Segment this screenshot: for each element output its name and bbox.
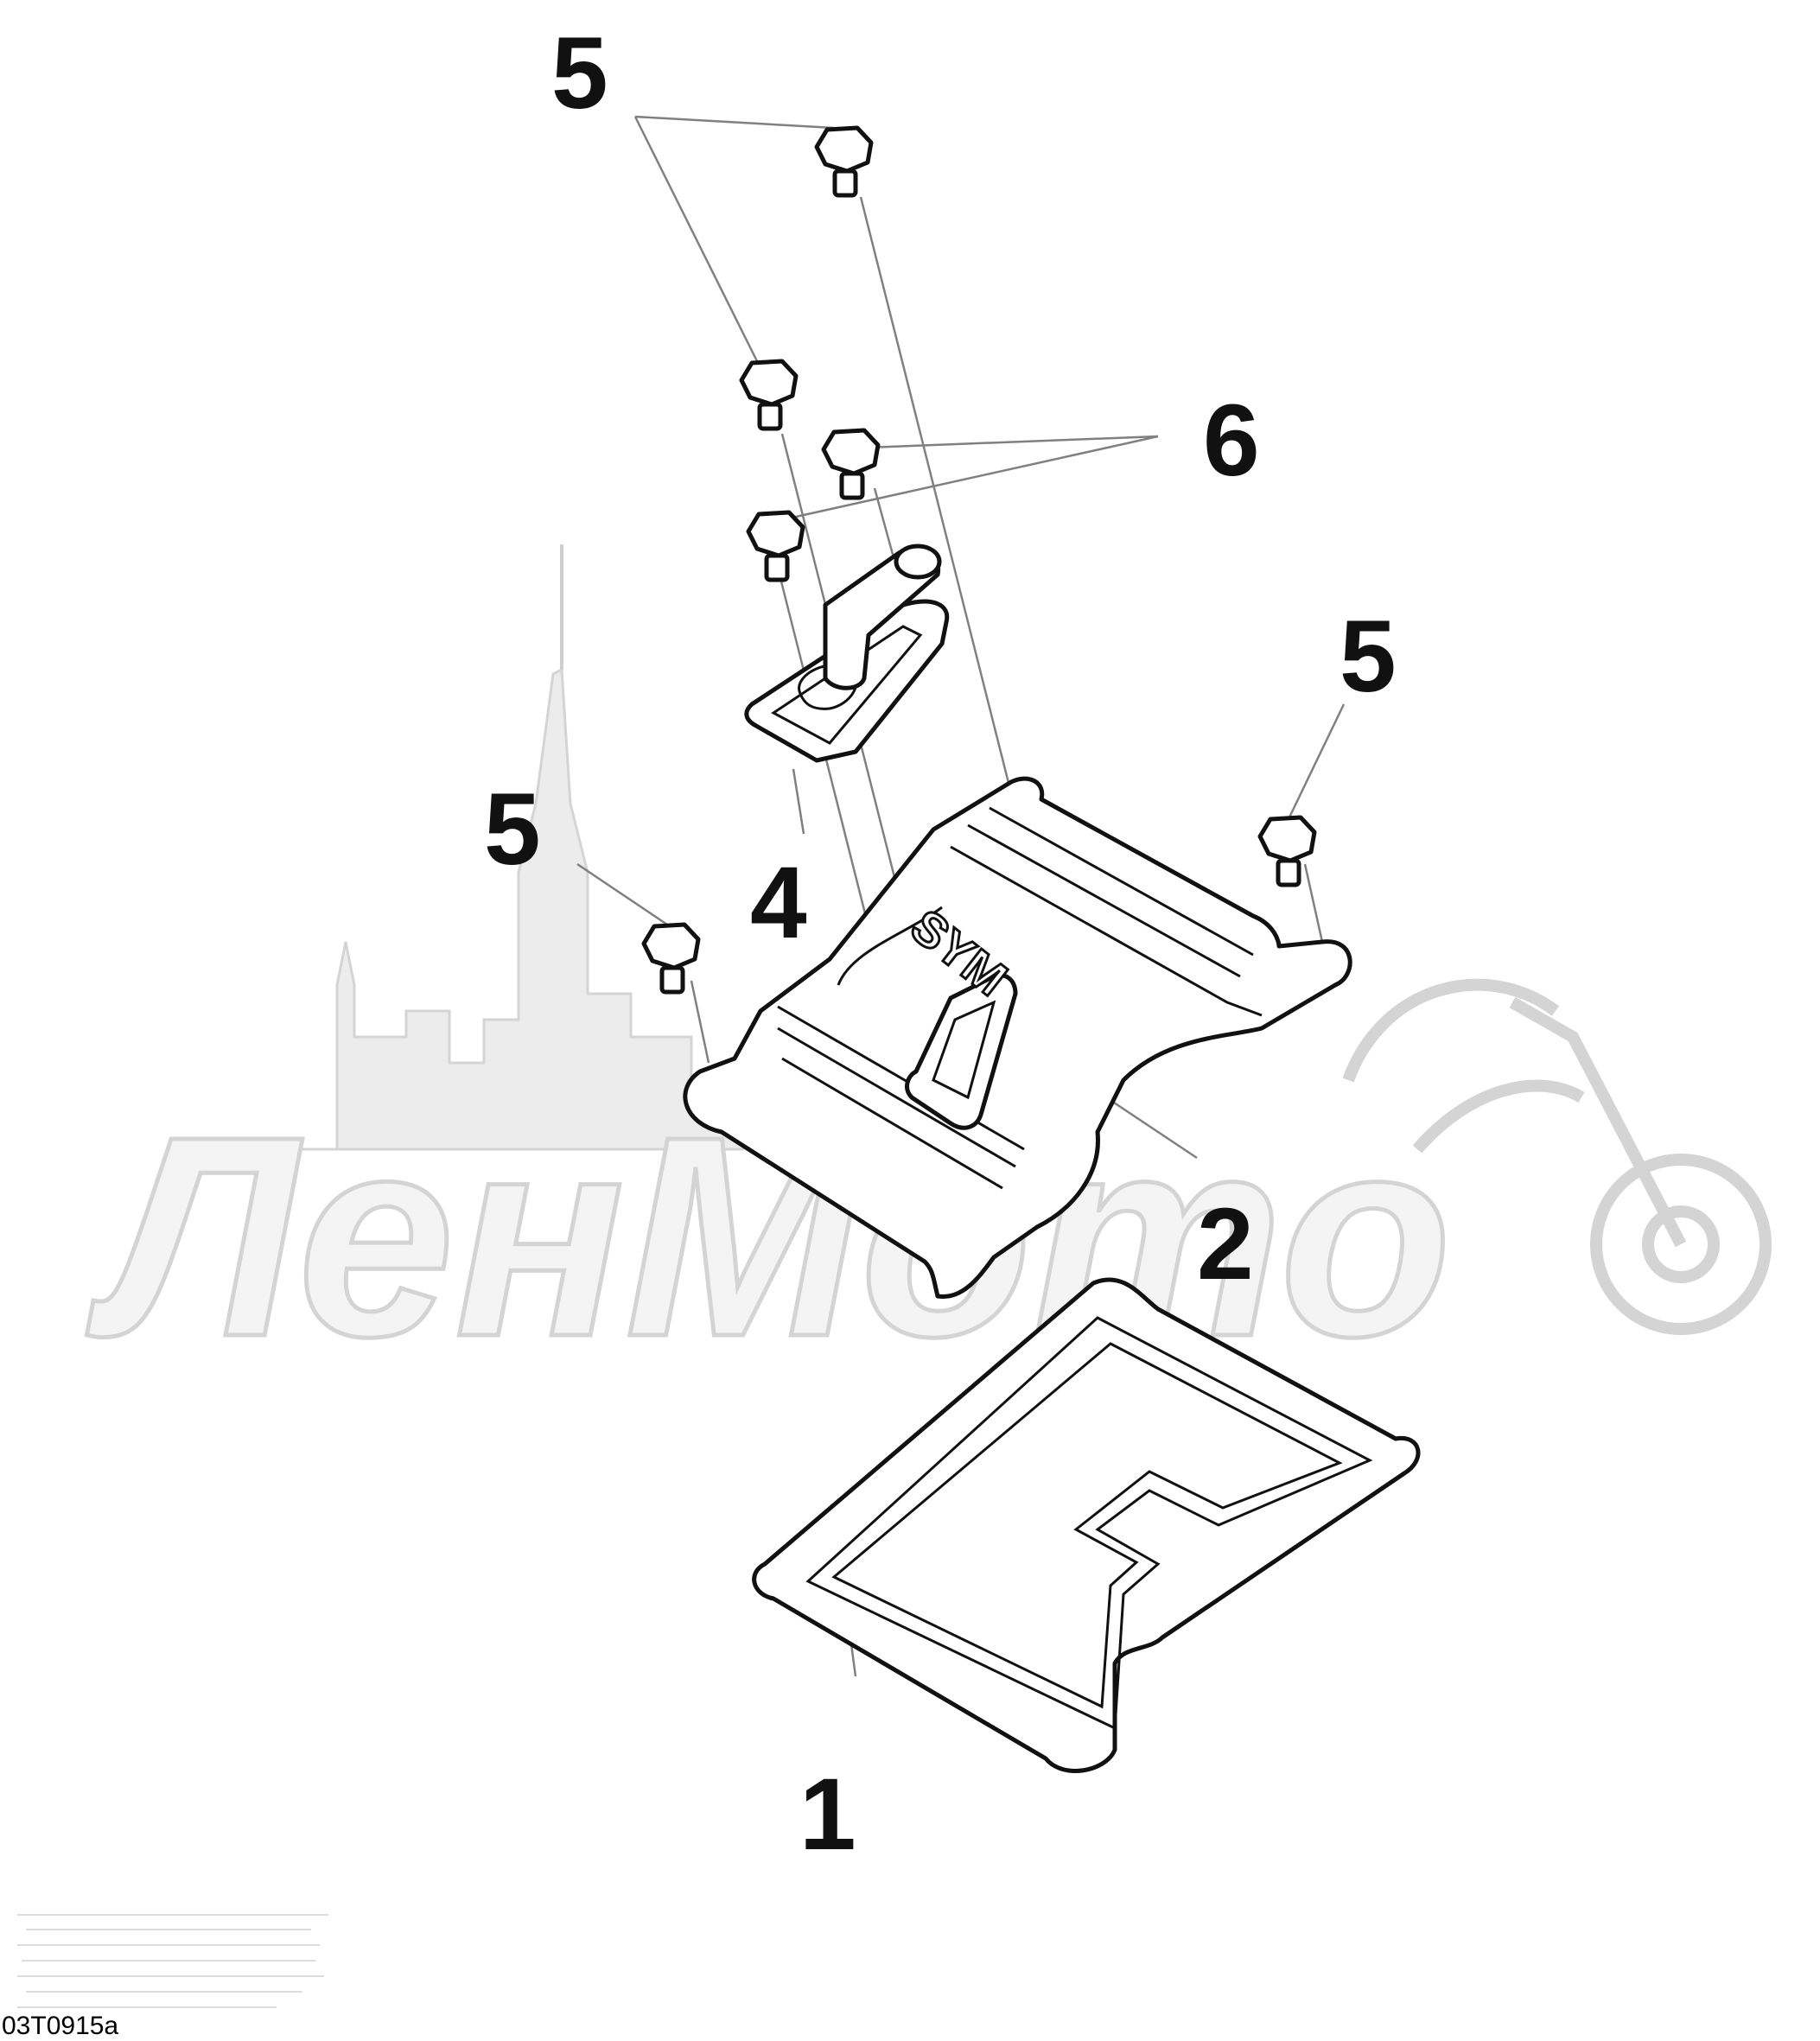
drawing-code: 03T0915a	[2, 2012, 118, 2040]
bolt-6-lower	[746, 510, 805, 582]
callout-6: 6	[1203, 384, 1260, 498]
valve-cover: SYM	[683, 776, 1352, 1299]
callout-5-right: 5	[1340, 600, 1397, 714]
footer: 03T0915a	[2, 1914, 328, 2040]
bolt-5-mid	[739, 359, 799, 431]
dotted-noise-block	[17, 1914, 328, 2008]
watermark-skyline	[302, 667, 745, 1151]
bolt-6-upper	[821, 428, 881, 500]
callout-5-top: 5	[551, 16, 608, 130]
callout-4: 4	[750, 846, 807, 960]
breather-fitting	[744, 544, 950, 763]
watermark-motorcycle	[1342, 978, 1772, 1335]
bolt-5-left	[641, 922, 701, 995]
callouts: 5 6 5 5 4 2 1	[484, 16, 1397, 1872]
bolt-5-top	[814, 125, 874, 198]
callout-2: 2	[1197, 1187, 1254, 1301]
bolt-5-right	[1257, 815, 1317, 887]
callout-5-left: 5	[484, 773, 541, 887]
callout-1: 1	[799, 1758, 856, 1872]
valve-cover-gasket	[752, 1277, 1421, 1773]
